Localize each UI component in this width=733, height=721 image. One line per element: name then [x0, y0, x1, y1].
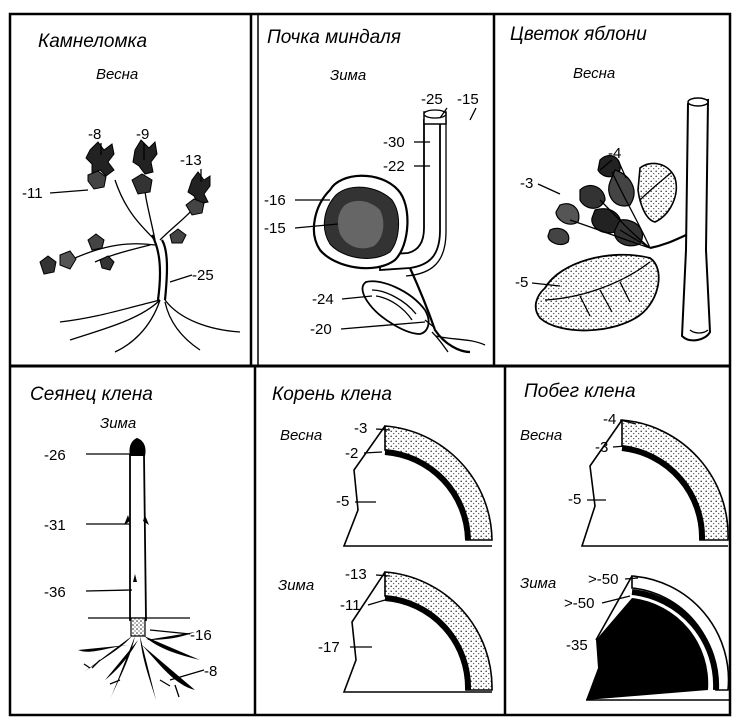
label-26: -26 [44, 447, 66, 464]
label-16: -16 [190, 627, 212, 644]
label-13: -13 [180, 152, 202, 169]
label-36: -36 [44, 584, 66, 601]
shoot-winter-section [586, 576, 730, 700]
panel-title: Почка миндаля [267, 27, 401, 48]
panel-maple-shoot: Побег клена Весна -4 -3 -5 Зима >-50 >-5… [520, 381, 730, 700]
panel-title: Корень клена [272, 384, 392, 405]
panel-maple-seedling: Сеянец клена Зима -26 -31 -36 -16 -8 [30, 384, 217, 700]
label-5: -5 [336, 493, 349, 510]
label-50-outer: >-50 [588, 571, 618, 588]
season-label-winter: Зима [520, 575, 556, 592]
label-4: -4 [608, 145, 621, 162]
label-5: -5 [515, 274, 528, 291]
label-24: -24 [312, 291, 334, 308]
season-label: Зима [330, 67, 366, 84]
season-label-winter: Зима [278, 577, 314, 594]
label-3: -3 [520, 175, 533, 192]
root-spring-section [344, 426, 492, 546]
apple-branch [536, 98, 710, 340]
panel-title: Цветок яблони [510, 24, 647, 45]
label-25: -25 [192, 267, 214, 284]
panel-maple-root: Корень клена Весна -3 -2 -5 Зима -13 -11… [272, 384, 492, 692]
label-16: -16 [264, 192, 286, 209]
label-4: -4 [603, 411, 616, 428]
label-5: -5 [568, 491, 581, 508]
label-22: -22 [383, 158, 405, 175]
season-label-spring: Весна [520, 427, 562, 444]
label-17: -17 [318, 639, 340, 656]
label-8: -8 [88, 126, 101, 143]
panel-almond-bud: Почка миндаля Зима -25 -15 -30 -22 [264, 27, 485, 352]
label-13: -13 [345, 566, 367, 583]
panel-title: Побег клена [524, 381, 636, 402]
label-3: -3 [595, 439, 608, 456]
season-label: Зима [100, 415, 136, 432]
saxifrage-plant [40, 140, 240, 352]
label-20: -20 [310, 321, 332, 338]
panel-title: Сеянец клена [30, 384, 153, 405]
label-35: -35 [566, 637, 588, 654]
label-11: -11 [22, 185, 43, 202]
label-30: -30 [383, 134, 405, 151]
label-50-inner: >-50 [564, 595, 594, 612]
label-8: -8 [204, 663, 217, 680]
label-31: -31 [44, 517, 66, 534]
root-winter-section [344, 572, 492, 692]
season-label: Весна [573, 65, 615, 82]
season-label-spring: Весна [280, 427, 322, 444]
label-15-top: -15 [457, 91, 479, 108]
label-15: -15 [264, 220, 286, 237]
label-3: -3 [354, 420, 367, 437]
label-2: -2 [345, 445, 358, 462]
label-25: -25 [421, 91, 443, 108]
panel-apple-flower: Цветок яблони Весна [510, 24, 710, 340]
panel-saxifrage: Камнеломка Весна [22, 31, 240, 352]
label-11: -11 [340, 597, 361, 614]
panel-title: Камнеломка [38, 31, 147, 52]
season-label: Весна [96, 66, 138, 83]
label-9: -9 [136, 126, 149, 143]
seedling-plant [78, 438, 200, 700]
